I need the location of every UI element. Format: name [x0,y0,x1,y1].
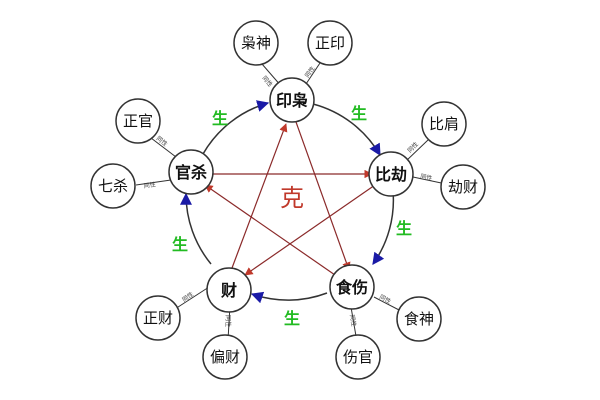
node-guansha [168,149,214,195]
node-label-jiecai: 劫财 [448,178,478,196]
ke-shishang-to-guansha [204,184,336,276]
ke-cai-to-yinxiao [231,123,288,269]
node-label-guansha: 官杀 [175,163,207,182]
main-labels: 印枭 比劫 食伤 财 官杀 [175,91,407,300]
outer-labels: 枭神 正印 比肩 劫财 食神 伤官 正财 偏财 正官 七杀 [98,34,478,366]
node-label-cai: 财 [220,281,237,300]
node-shishen [396,296,442,342]
node-label-shishen: 食神 [404,310,434,328]
sheng-label: 生 [396,219,412,238]
sheng-label: 生 [351,104,367,123]
node-xiaoshen [233,20,279,66]
node-piancai [202,334,248,380]
node-label-xiaoshen: 枭神 [241,34,271,52]
sheng-label: 生 [284,309,300,328]
arc-yinxiao-to-bijie [312,103,381,157]
node-shangguan [335,334,381,380]
node-cai [206,267,252,313]
sheng-cycle [179,100,395,304]
node-label-piancai: 偏财 [210,348,240,366]
spoke-label: 同性 [143,180,156,190]
node-bijian [421,101,467,147]
ke-yinxiao-to-shishang [295,121,351,271]
spoke-label: 同性 [224,315,232,327]
spoke-label: 同性 [181,290,195,303]
sheng-labels: 生 生 生 生 生 [172,104,412,328]
node-shishang [329,264,375,310]
sheng-label: 生 [212,109,228,128]
arc-bijie-to-shishang [372,190,395,265]
node-label-shangguan: 伤官 [343,348,373,366]
spoke-label: 同性 [348,314,358,327]
spoke-label: 同性 [406,140,420,154]
sheng-label: 生 [172,235,188,254]
ke-star [204,121,376,276]
node-label-bijian: 比肩 [429,115,459,133]
node-qisha [90,163,136,209]
node-label-zhengcai: 正财 [143,309,173,327]
node-label-zhengguan: 正官 [123,112,153,130]
outer-nodes [90,20,486,380]
node-bijie [368,151,414,197]
node-yinxiao [269,77,315,123]
arc-guansha-to-yinxiao [202,100,270,155]
node-zhengguan [115,98,161,144]
arc-cai-to-guansha [179,192,212,265]
arc-shishang-to-cai [250,291,328,304]
spoke-label: 同性 [378,293,392,306]
spoke-label: 同性 [155,134,169,148]
node-label-bijie: 比劫 [375,165,407,184]
node-label-yinxiao: 印枭 [276,91,308,110]
ke-label: 克 [280,184,304,212]
spoke-label: 同性 [303,65,316,79]
node-label-zhengyin: 正印 [315,34,345,52]
node-jiecai [440,164,486,210]
node-label-shishang: 食伤 [335,278,368,297]
spoke-label: 同性 [420,172,433,182]
node-zhengyin [307,20,353,66]
node-label-qisha: 七杀 [98,177,128,195]
ke-bijie-to-cai [244,184,376,276]
node-zhengcai [135,295,181,341]
main-nodes [168,77,414,313]
